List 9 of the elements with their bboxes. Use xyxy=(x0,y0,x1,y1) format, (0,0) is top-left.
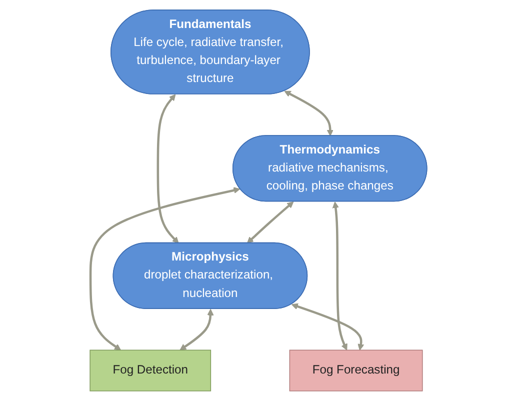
arrow xyxy=(332,202,348,350)
node-box: Fog Forecasting xyxy=(289,350,423,392)
arrow xyxy=(180,308,214,350)
node-box: Fog Detection xyxy=(90,350,212,392)
arrow xyxy=(246,202,294,244)
arrow xyxy=(291,303,364,350)
arrow xyxy=(156,94,179,244)
arrow xyxy=(284,90,334,136)
arrow xyxy=(89,187,240,350)
